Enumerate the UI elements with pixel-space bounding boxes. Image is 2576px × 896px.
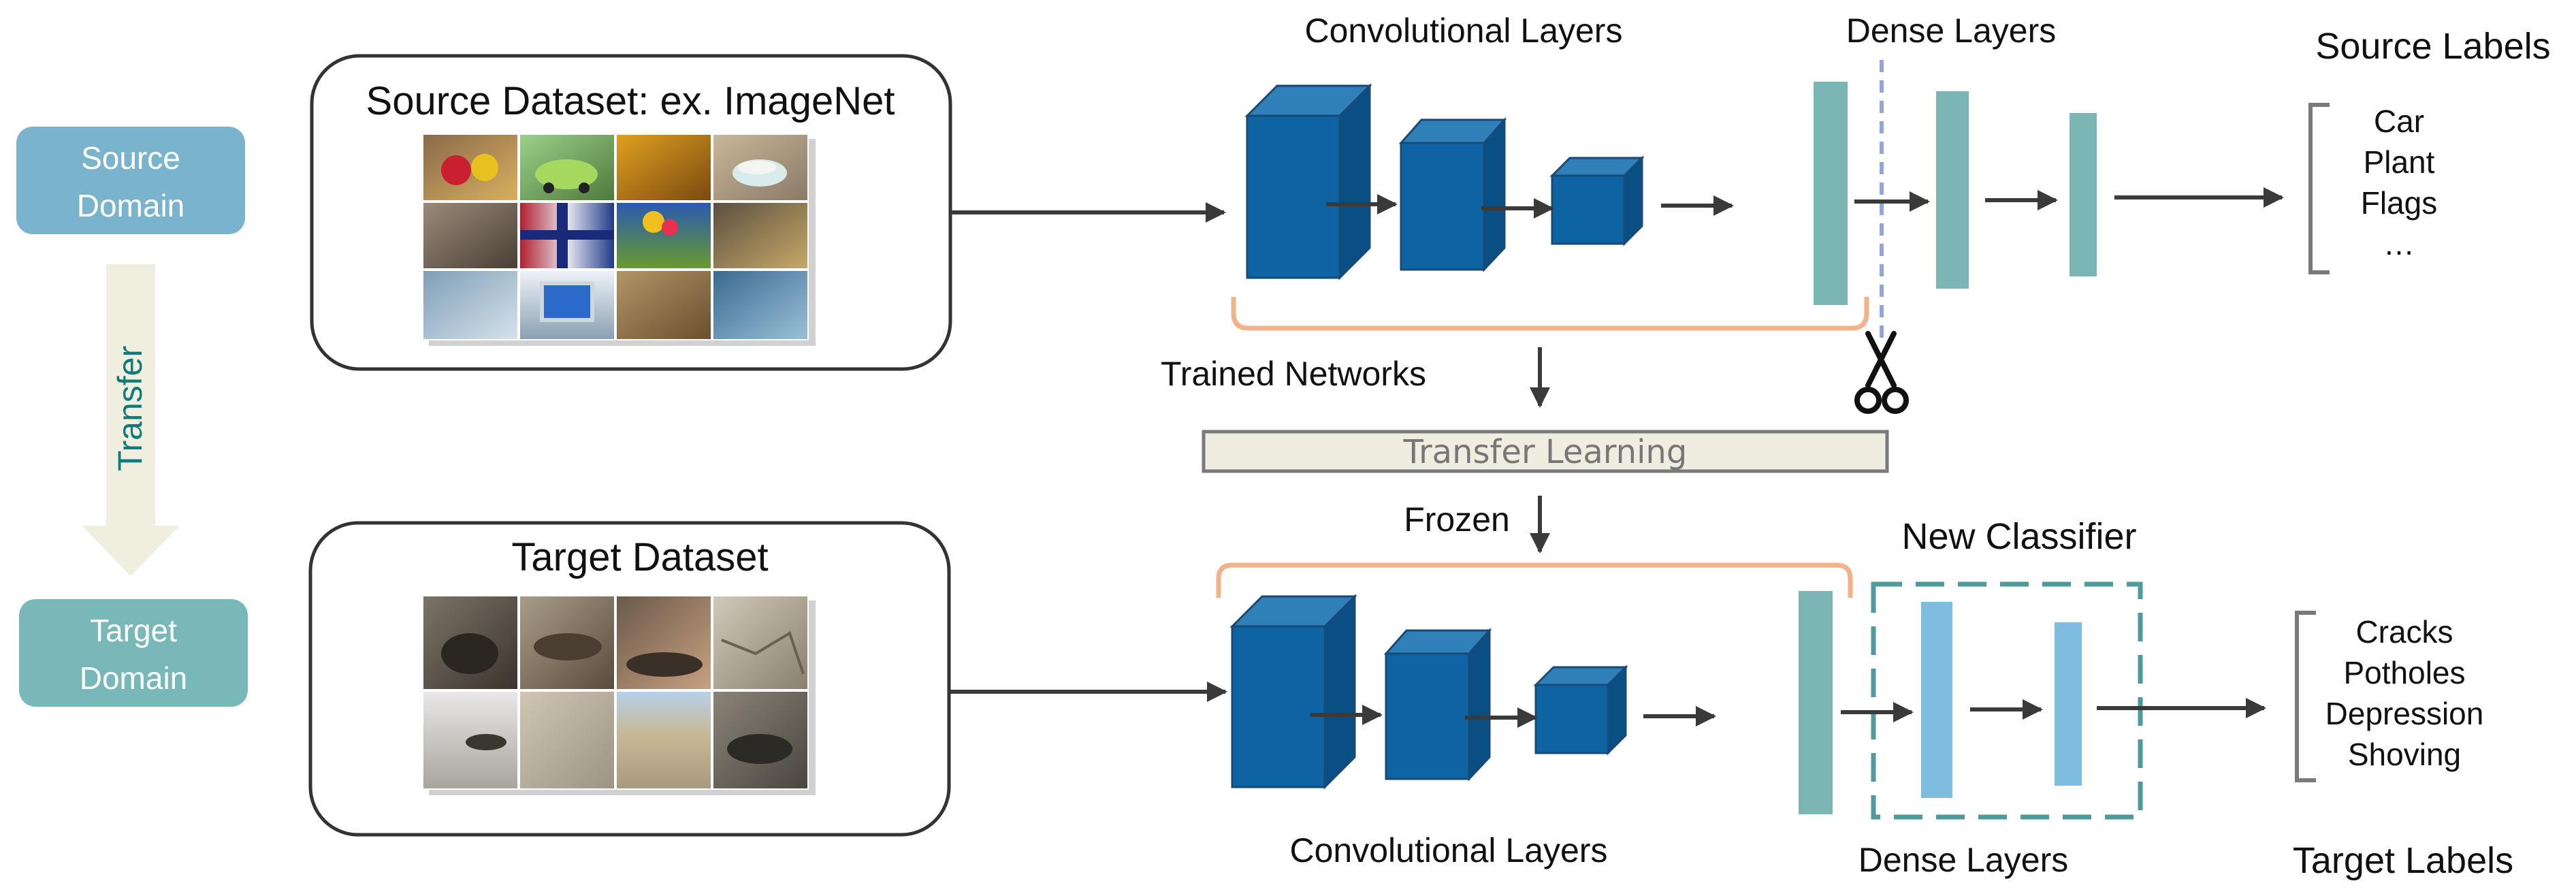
source-domain-line1: Source — [81, 140, 180, 176]
target-labels-title: Target Labels — [2293, 840, 2513, 881]
new-classifier-layer-2 — [2055, 622, 2082, 786]
top-conv-layers-label: Convolutional Layers — [1305, 12, 1623, 50]
target-label-potholes: Potholes — [2343, 655, 2465, 690]
target-domain-line1: Target — [90, 613, 177, 648]
transfer-learning-label: Transfer Learning — [1403, 433, 1688, 471]
trained-network-bracket — [1231, 297, 1869, 331]
target-dataset-title: Target Dataset — [511, 535, 768, 579]
target-label-shoving: Shoving — [2348, 737, 2461, 772]
bottom-conv-block-1 — [1229, 594, 1357, 790]
bottom-conv-block-2 — [1383, 628, 1492, 782]
top-conv-block-1 — [1244, 83, 1372, 281]
target-label-depression: Depression — [2325, 696, 2484, 731]
transfer-label: Transfer — [111, 346, 149, 471]
new-classifier-label: New Classifier — [1901, 516, 2136, 557]
target-domain-box: Target Domain — [19, 599, 248, 707]
source-label-plant: Plant — [2364, 144, 2435, 180]
bottom-dense-layers-label: Dense Layers — [1858, 841, 2069, 879]
transfer-arrow: Transfer — [82, 264, 180, 576]
transfer-learning-bar: Transfer Learning — [1202, 430, 1889, 473]
new-classifier-layer-1 — [1921, 602, 1952, 798]
top-dense-layer-1 — [1814, 82, 1848, 305]
bottom-dense-layer-1 — [1799, 591, 1833, 814]
source-domain-box: Source Domain — [16, 127, 245, 234]
top-dense-layer-2 — [1936, 91, 1969, 289]
source-label-car: Car — [2374, 103, 2424, 139]
source-labels-bracket — [2308, 103, 2330, 274]
imagenet-thumbnail-grid — [422, 133, 816, 346]
target-label-cracks: Cracks — [2355, 614, 2453, 650]
target-domain-line2: Domain — [80, 660, 188, 696]
source-label-flags: Flags — [2361, 185, 2437, 221]
frozen-bracket — [1216, 562, 1853, 598]
top-dense-layer-3 — [2070, 113, 2097, 276]
source-dataset-title: Source Dataset: ex. ImageNet — [366, 79, 895, 123]
trained-networks-label: Trained Networks — [1161, 355, 1426, 393]
bottom-conv-block-3 — [1533, 665, 1628, 756]
target-dataset-panel: Target Dataset — [308, 521, 951, 837]
source-domain-line2: Domain — [77, 188, 185, 223]
source-label-ellipsis: … — [2383, 226, 2415, 261]
top-conv-block-3 — [1549, 155, 1645, 246]
source-dataset-panel: Source Dataset: ex. ImageNet — [310, 54, 952, 371]
source-labels-title: Source Labels — [2315, 26, 2550, 67]
new-classifier-box — [1871, 581, 2143, 820]
top-dense-layers-label: Dense Layers — [1846, 12, 2057, 50]
scissors-icon — [1854, 331, 1909, 414]
frozen-label: Frozen — [1404, 500, 1510, 539]
bottom-conv-layers-label: Convolutional Layers — [1290, 831, 1608, 869]
road-distress-thumbnail-grid — [422, 595, 816, 795]
target-labels-bracket — [2295, 611, 2316, 782]
top-conv-block-2 — [1398, 117, 1507, 272]
